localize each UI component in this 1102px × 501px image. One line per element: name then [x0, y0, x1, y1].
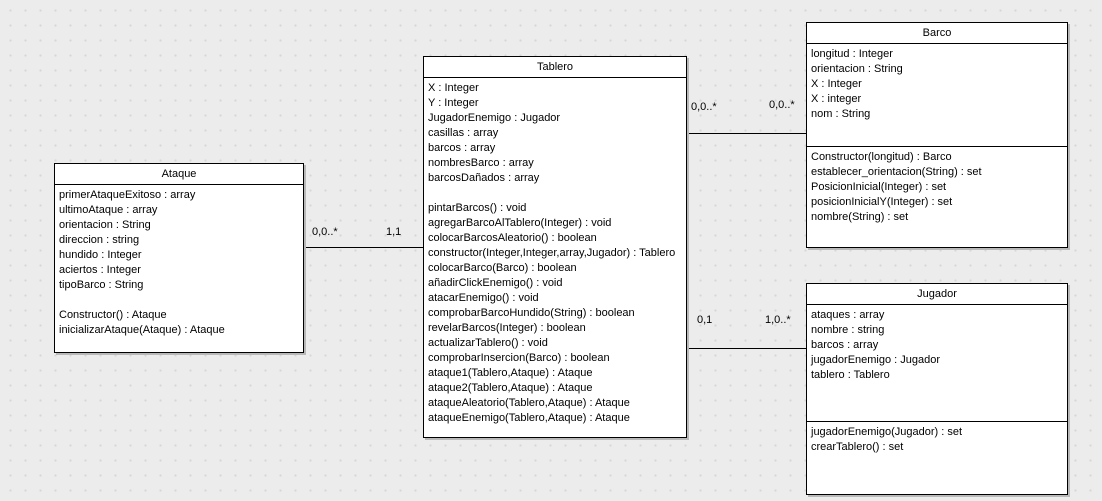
attribute-row: barcos : array [811, 339, 879, 351]
attribute-row: JugadorEnemigo : Jugador [428, 112, 561, 124]
attribute-row: tablero : Tablero [811, 369, 890, 381]
association-tablero-barco[interactable] [687, 133, 806, 134]
method-row: revelarBarcos(Integer) : boolean [428, 322, 586, 334]
association-tablero-jugador[interactable] [687, 348, 806, 349]
attribute-row: Y : Integer [428, 97, 479, 109]
attribute-row: nombre : string [811, 324, 885, 336]
method-row: ataqueAleatorio(Tablero,Ataque) : Ataque [428, 397, 630, 409]
method-row: atacarEnemigo() : void [428, 292, 539, 304]
method-row: ataque1(Tablero,Ataque) : Ataque [428, 367, 593, 379]
method-row: comprobarInsercion(Barco) : boolean [428, 352, 610, 364]
method-row: Constructor() : Ataque [59, 309, 167, 321]
barco-attributes-list: longitud : Integer orientacion : String X … [807, 44, 1067, 147]
multiplicity-barco-end[interactable]: 0,0..* [769, 99, 795, 111]
attribute-row: nombresBarco : array [428, 157, 534, 169]
method-row: inicializarAtaque(Ataque) : Ataque [59, 324, 225, 336]
attribute-row: X : Integer [428, 82, 479, 94]
method-row: pintarBarcos() : void [428, 202, 527, 214]
method-row: nombre(String) : set [811, 211, 909, 223]
attribute-row: ataques : array [811, 309, 885, 321]
method-row: colocarBarco(Barco) : boolean [428, 262, 577, 274]
jugador-methods-list: jugadorEnemigo(Jugador) : set crearTabler… [807, 422, 1067, 455]
attribute-row: primerAtaqueExitoso : array [59, 189, 196, 201]
method-row: agregarBarcoAlTablero(Integer) : void [428, 217, 612, 229]
method-row: jugadorEnemigo(Jugador) : set [811, 426, 963, 438]
attribute-row: nom : String [811, 108, 871, 120]
method-row: PosicionInicial(Integer) : set [811, 181, 947, 193]
attribute-row: longitud : Integer [811, 48, 893, 60]
attribute-row: X : Integer [811, 78, 862, 90]
tablero-methods-list: pintarBarcos() : void agregarBarcoAlTable… [424, 201, 686, 426]
method-row: ataqueEnemigo(Tablero,Ataque) : Ataque [428, 412, 630, 424]
attribute-row: tipoBarco : String [59, 279, 144, 291]
association-ataque-tablero[interactable] [304, 247, 423, 248]
attribute-row: barcosDañados : array [428, 172, 540, 184]
class-box-jugador[interactable]: Jugador ataques : array nombre : string ba… [806, 283, 1068, 495]
method-row: ataque2(Tablero,Ataque) : Ataque [428, 382, 593, 394]
ataque-methods-list: Constructor() : Ataque inicializarAtaque(… [55, 308, 303, 338]
method-row: colocarBarcosAleatorio() : boolean [428, 232, 597, 244]
attribute-row: jugadorEnemigo : Jugador [811, 354, 941, 366]
attribute-row: X : integer [811, 93, 862, 105]
ataque-attributes-list: primerAtaqueExitoso : array ultimoAtaque … [55, 185, 303, 293]
class-title-ataque: Ataque [55, 164, 303, 185]
method-row: crearTablero() : set [811, 441, 904, 453]
method-row: establecer_orientacion(String) : set [811, 166, 982, 178]
jugador-attributes-list: ataques : array nombre : string barcos : a… [807, 305, 1067, 422]
class-box-barco[interactable]: Barco longitud : Integer orientacion : St… [806, 22, 1068, 248]
multiplicity-jugador-end[interactable]: 1,0..* [765, 314, 791, 326]
method-row: constructor(Integer,Integer,array,Jugado… [428, 247, 676, 259]
method-row: posicionInicialY(Integer) : set [811, 196, 953, 208]
multiplicity-tablero-end-jugador[interactable]: 0,1 [697, 314, 713, 326]
class-title-tablero: Tablero [424, 57, 686, 78]
class-box-ataque[interactable]: Ataque primerAtaqueExitoso : array ultimo… [54, 163, 304, 353]
attribute-row: hundido : Integer [59, 249, 142, 261]
multiplicity-tablero-end-barco[interactable]: 0,0..* [691, 101, 717, 113]
method-row: comprobarBarcoHundido(String) : boolean [428, 307, 635, 319]
method-row: Constructor(longitud) : Barco [811, 151, 952, 163]
multiplicity-ataque-end[interactable]: 0,0..* [312, 226, 338, 238]
method-row: actualizarTablero() : void [428, 337, 548, 349]
attribute-row: orientacion : String [59, 219, 151, 231]
multiplicity-tablero-end-ataque[interactable]: 1,1 [386, 226, 402, 238]
attribute-row: orientacion : String [811, 63, 903, 75]
class-title-barco: Barco [807, 23, 1067, 44]
attribute-row: casillas : array [428, 127, 499, 139]
barco-methods-list: Constructor(longitud) : Barco establecer_… [807, 147, 1067, 225]
attribute-row: ultimoAtaque : array [59, 204, 158, 216]
class-title-jugador: Jugador [807, 284, 1067, 305]
method-row: añadirClickEnemigo() : void [428, 277, 563, 289]
attribute-row: aciertos : Integer [59, 264, 141, 276]
attribute-row: direccion : string [59, 234, 140, 246]
attribute-row: barcos : array [428, 142, 496, 154]
